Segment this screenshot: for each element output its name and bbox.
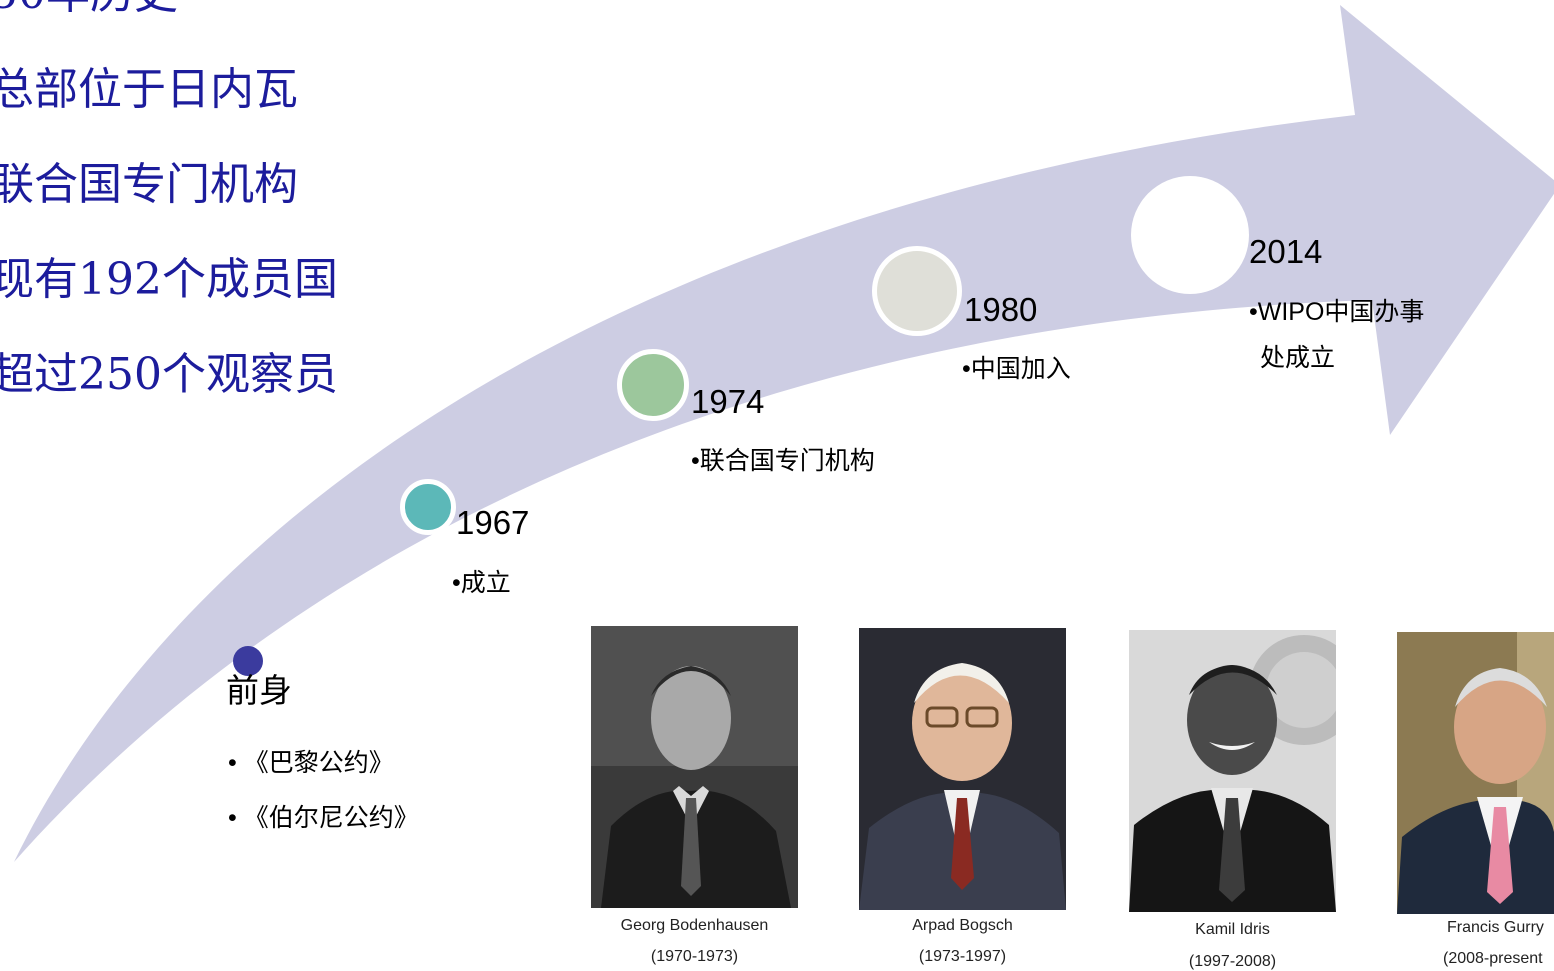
milestone-1974-note: •联合国专门机构 <box>691 447 875 475</box>
portrait-bogsch <box>859 628 1066 910</box>
milestone-2014-year: 2014 <box>1249 233 1323 270</box>
director-name: Kamil Idris <box>1195 921 1270 938</box>
milestone-origin-item-text: 《巴黎公约》 <box>243 749 394 777</box>
director-term: (2008-present <box>1443 950 1543 967</box>
director-term: (1970-1973) <box>650 948 739 965</box>
milestone-1974-year: 1974 <box>691 383 765 420</box>
director-name: Arpad Bogsch <box>912 917 1013 934</box>
milestone-origin-label: 前身 <box>226 672 292 709</box>
fact-history: 50年历史 <box>0 0 178 16</box>
fact-member-states: 现有192个成员国 <box>0 254 338 305</box>
milestone-1980-year: 1980 <box>964 291 1038 328</box>
fact-observers: 超过250个观察员 <box>0 349 338 400</box>
director-term: (1973-1997) <box>918 948 1007 965</box>
timeline-dot-2014 <box>1131 176 1249 294</box>
timeline-dot-1967 <box>400 479 456 535</box>
milestone-2014-note-cont: 处成立 <box>1260 344 1336 372</box>
fact-headquarters: 总部位于日内瓦 <box>0 64 298 115</box>
milestone-2014-note: •WIPO中国办事 <box>1249 298 1425 326</box>
timeline-dot-origin <box>233 646 263 676</box>
director-name: Georg Bodenhausen <box>620 917 769 934</box>
timeline-dot-1980 <box>872 246 962 336</box>
portrait-idris <box>1129 630 1336 912</box>
milestone-origin-item-text: 《伯尔尼公约》 <box>243 804 419 832</box>
milestone-origin-item: • 《巴黎公约》 <box>228 749 394 777</box>
fact-un-agency: 联合国专门机构 <box>0 159 298 210</box>
portrait-bodenhausen <box>591 626 798 908</box>
milestone-origin-item: • 《伯尔尼公约》 <box>228 804 419 832</box>
portrait-gurry <box>1397 632 1554 914</box>
milestone-1967-year: 1967 <box>456 504 530 541</box>
timeline-dot-1974 <box>617 349 689 421</box>
milestone-1967-note: •成立 <box>452 569 511 597</box>
director-term: (1997-2008) <box>1188 953 1277 970</box>
milestone-1980-note: •中国加入 <box>962 355 1071 383</box>
director-name: Francis Gurry <box>1447 919 1544 936</box>
